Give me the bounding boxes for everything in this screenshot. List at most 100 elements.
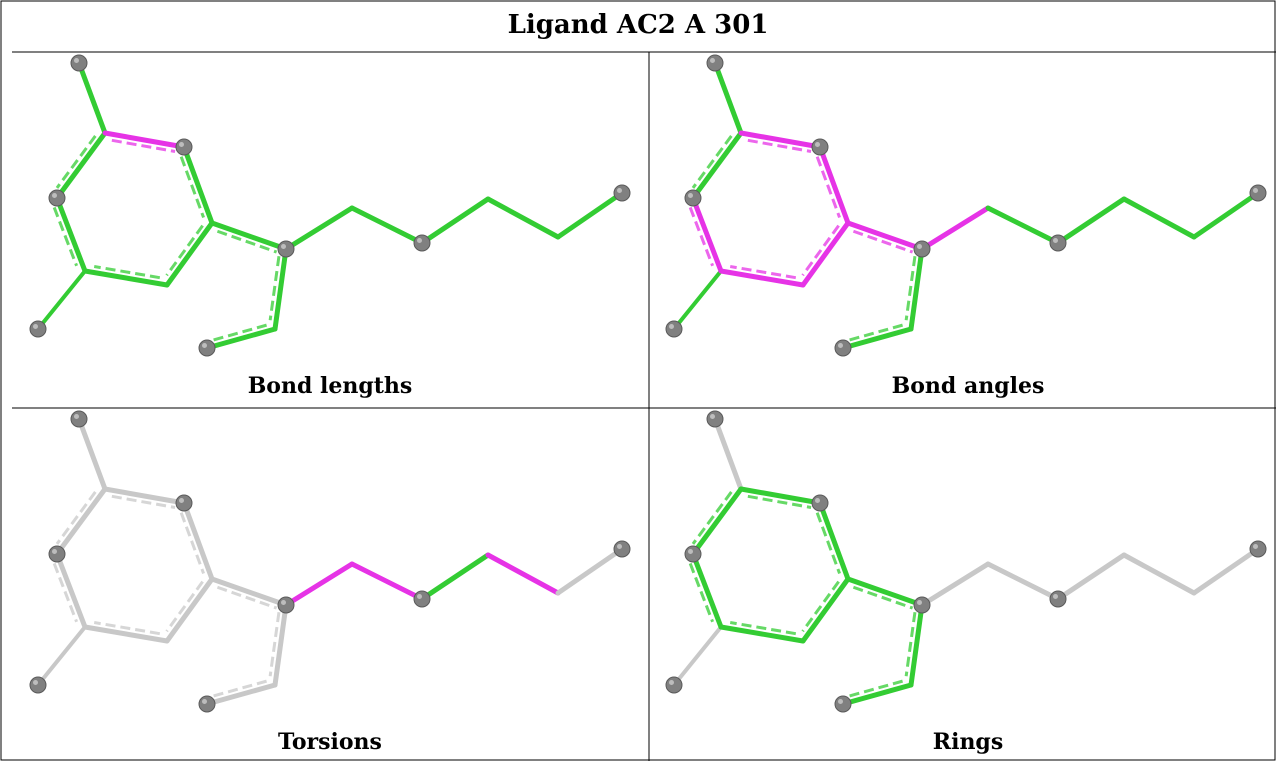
bond-c2-c3 bbox=[800, 220, 851, 288]
bond-n2-c4 bbox=[54, 551, 88, 630]
bond-n1-c2 bbox=[181, 144, 215, 226]
aromatic-dash-n2-c4 bbox=[52, 206, 78, 267]
atom-cl bbox=[29, 676, 47, 694]
bond-c3-c4 bbox=[718, 624, 806, 644]
bond-ch3-ch4 bbox=[485, 196, 561, 240]
atom-n3 bbox=[913, 240, 931, 258]
atom-cl bbox=[665, 320, 683, 338]
atom-highlight-ch5 bbox=[1253, 544, 1258, 549]
atom-highlight-ch2 bbox=[1053, 238, 1058, 243]
atom-n1 bbox=[811, 494, 829, 512]
bond-n3-c5 bbox=[272, 246, 289, 332]
atom-n4 bbox=[198, 339, 216, 357]
bond-n3-ch1 bbox=[919, 561, 991, 608]
bond-c2-c3 bbox=[164, 576, 215, 644]
aromatic-dash-n3-c5 bbox=[268, 255, 281, 321]
aromatic-dash-c3-c4 bbox=[729, 265, 797, 280]
atom-n4 bbox=[834, 695, 852, 713]
atom-n2 bbox=[684, 189, 702, 207]
atom-me1 bbox=[706, 54, 724, 72]
atom-highlight-cl bbox=[33, 324, 38, 329]
atom-highlight-me1 bbox=[710, 414, 715, 419]
molecule-bond-lengths bbox=[29, 54, 631, 357]
aromatic-dash-c3-c4 bbox=[93, 265, 161, 280]
aromatic-dash-n1-c2 bbox=[815, 512, 841, 574]
aromatic-dash-c2-c3 bbox=[165, 224, 204, 277]
bond-me1-c1 bbox=[76, 60, 108, 136]
aromatic-dash-c2-c3 bbox=[801, 580, 840, 633]
atom-n1 bbox=[811, 138, 829, 156]
atom-ch5 bbox=[1249, 540, 1267, 558]
bond-c3-c4 bbox=[718, 268, 806, 288]
aromatic-dash-n3-c5 bbox=[268, 611, 281, 677]
bond-c1-n1 bbox=[102, 486, 187, 506]
atom-ch2 bbox=[1049, 590, 1067, 608]
bond-ch1-ch2 bbox=[985, 561, 1061, 602]
bond-ch3-ch4 bbox=[485, 552, 561, 596]
aromatic-dash-c3-c4 bbox=[729, 621, 797, 636]
aromatic-dash-n2-c4 bbox=[688, 562, 714, 623]
molecule-rings bbox=[665, 410, 1267, 713]
bond-c1-n2 bbox=[54, 130, 108, 201]
atom-n1 bbox=[175, 494, 193, 512]
bond-c5-n4 bbox=[840, 682, 914, 707]
atom-highlight-n4 bbox=[838, 699, 843, 704]
bond-c-cl bbox=[36, 625, 87, 687]
atom-me1 bbox=[70, 54, 88, 72]
bond-ch2-ch3 bbox=[419, 196, 491, 246]
bond-c1-n1 bbox=[738, 130, 823, 150]
aromatic-dash-c2-c3 bbox=[165, 580, 204, 633]
atom-highlight-n1 bbox=[179, 142, 184, 147]
atom-highlight-ch5 bbox=[1253, 188, 1258, 193]
bond-ch2-ch3 bbox=[1055, 196, 1127, 246]
panel-bond-lengths: Bond lengths bbox=[12, 53, 648, 405]
aromatic-dash-c1-n1 bbox=[111, 138, 176, 153]
aromatic-dash-n1-c2 bbox=[179, 512, 205, 574]
bond-ch4-ch5 bbox=[1191, 190, 1261, 240]
atom-highlight-n3 bbox=[917, 600, 922, 605]
bond-ch3-ch4 bbox=[1121, 552, 1197, 596]
aromatic-dash-n3-c5 bbox=[904, 255, 917, 321]
bond-c5-n4 bbox=[840, 326, 914, 351]
atom-highlight-n3 bbox=[917, 244, 922, 249]
bond-me1-c1 bbox=[712, 60, 744, 136]
bond-me1-c1 bbox=[76, 416, 108, 492]
atom-highlight-n3 bbox=[281, 600, 286, 605]
atom-n3 bbox=[277, 240, 295, 258]
bond-ch2-ch3 bbox=[419, 552, 491, 602]
aromatic-dash-c3-c4 bbox=[93, 621, 161, 636]
aromatic-dash-c1-n2 bbox=[55, 491, 97, 545]
bond-c1-n2 bbox=[690, 130, 744, 201]
aromatic-dash-n2-c4 bbox=[688, 206, 714, 267]
bond-ch3-ch4 bbox=[1121, 196, 1197, 240]
atom-highlight-n2 bbox=[688, 193, 693, 198]
atom-ch5 bbox=[1249, 184, 1267, 202]
panel-caption: Bond angles bbox=[891, 373, 1045, 399]
bond-ch1-ch2 bbox=[985, 205, 1061, 246]
bond-c5-n4 bbox=[204, 326, 278, 351]
panel-caption: Rings bbox=[932, 729, 1004, 755]
aromatic-dash-c1-n1 bbox=[111, 494, 176, 509]
aromatic-dash-c5-n4 bbox=[211, 323, 267, 342]
bond-c1-n1 bbox=[102, 130, 187, 150]
bond-c1-n2 bbox=[690, 486, 744, 557]
atom-n3 bbox=[913, 596, 931, 614]
atom-highlight-n4 bbox=[202, 343, 207, 348]
atom-highlight-n4 bbox=[838, 343, 843, 348]
atom-ch5 bbox=[613, 184, 631, 202]
panel-caption: Bond lengths bbox=[247, 373, 413, 399]
atom-highlight-ch2 bbox=[417, 238, 422, 243]
aromatic-dash-c2-n3 bbox=[216, 229, 278, 254]
bond-me1-c1 bbox=[712, 416, 744, 492]
aromatic-dash-c2-n3 bbox=[852, 585, 914, 610]
atom-n4 bbox=[198, 695, 216, 713]
aromatic-dash-c1-n2 bbox=[691, 135, 733, 189]
atom-me1 bbox=[70, 410, 88, 428]
bond-n3-c5 bbox=[272, 602, 289, 688]
bond-n3-ch1 bbox=[283, 205, 355, 252]
bond-n1-c2 bbox=[817, 500, 851, 582]
bond-n1-c2 bbox=[181, 500, 215, 582]
atom-highlight-n2 bbox=[52, 193, 57, 198]
